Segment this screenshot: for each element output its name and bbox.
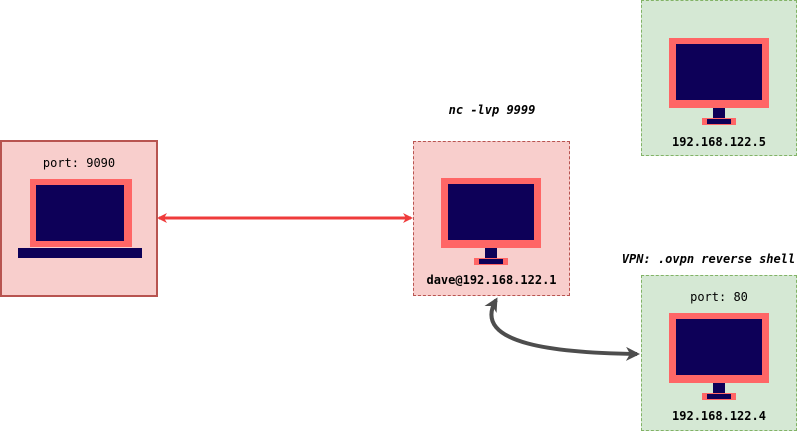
target-5-node[interactable]: 192.168.122.5	[641, 0, 797, 156]
target-4-host-label: 192.168.122.4	[672, 409, 766, 423]
laptop-port-label: port: 9090	[42, 156, 116, 170]
laptop-icon	[18, 179, 142, 258]
attacker-host-label: dave@192.168.122.1	[426, 273, 557, 287]
laptop-node[interactable]: port: 9090	[0, 140, 158, 297]
attacker-node[interactable]: dave@192.168.122.1	[413, 141, 570, 296]
monitor-icon	[441, 178, 541, 265]
attacker-command-label: nc -lvp 9999	[448, 103, 536, 117]
target-4-node[interactable]: port: 80 192.168.122.4	[641, 275, 797, 431]
target-4-port-label: port: 80	[690, 290, 748, 304]
monitor-icon	[669, 38, 769, 125]
edge-attacker-to-target-4	[484, 297, 640, 361]
target-5-host-label: 192.168.122.5	[672, 135, 766, 149]
target-4-vpn-label: VPN: .ovpn reverse shell	[621, 252, 796, 266]
monitor-icon	[669, 313, 769, 400]
